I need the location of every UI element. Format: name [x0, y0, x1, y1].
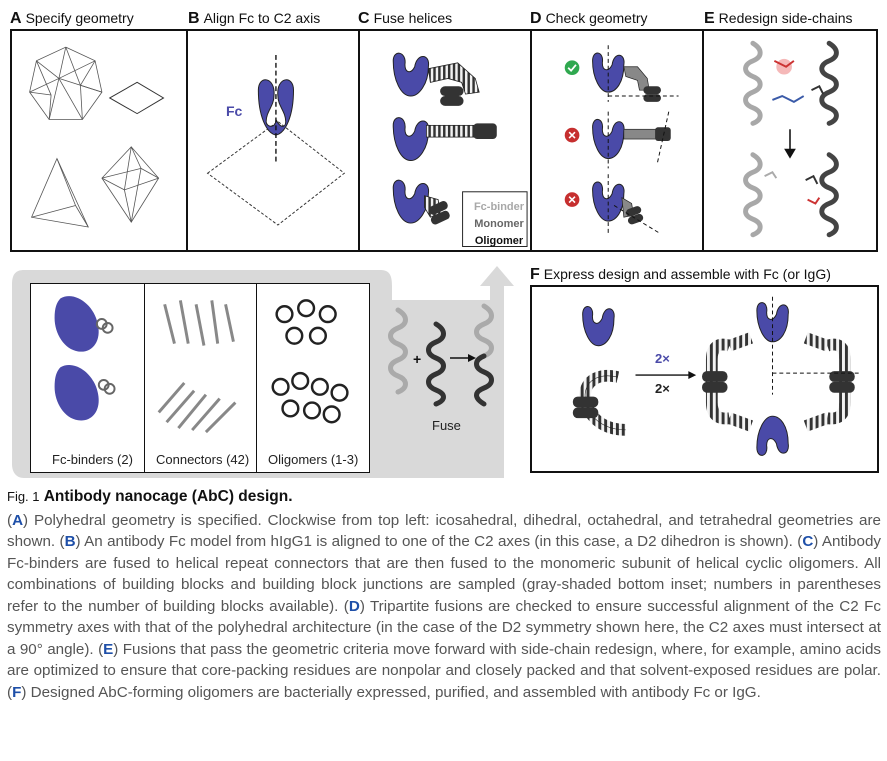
- fuse-legend: Fc-binder Monomer Oligomer: [468, 199, 530, 250]
- oligomers-count-label: Oligomers (1-3): [268, 452, 359, 467]
- caption-body: (A) Polyhedral geometry is specified. Cl…: [7, 511, 882, 701]
- down-arrow-icon: [784, 148, 796, 159]
- redesign-sidechains-figure: [743, 40, 839, 238]
- fc-binders-count-label: Fc-binders (2): [52, 452, 133, 467]
- panel-a: [10, 29, 188, 252]
- oligomers-figure: [271, 299, 349, 424]
- fc-shape: [257, 79, 295, 136]
- connectors-count-label: Connectors (42): [156, 452, 250, 467]
- legend-monomer: Monomer: [474, 218, 524, 230]
- fuse-label: Fuse: [432, 418, 461, 433]
- oligomer-ratio-label: 2×: [655, 381, 670, 396]
- panel-f: 2× 2×: [530, 285, 879, 473]
- panel-c: Fc-binder Monomer Oligomer: [358, 29, 532, 252]
- fc-label: Fc: [226, 103, 243, 119]
- fc-alignment-figure: [206, 55, 346, 226]
- fuse-helices-figure: [392, 52, 528, 247]
- panel-e: [702, 29, 878, 252]
- fuse-helices-diagram: [388, 303, 494, 407]
- polyhedra-figure: [29, 46, 165, 228]
- caption-title: Fig. 1 Antibody nanocage (AbC) design.: [7, 488, 293, 505]
- plus-sign: +: [413, 351, 422, 367]
- panel-b: Fc: [186, 29, 360, 252]
- assembly-figure: [572, 296, 859, 456]
- fc-binders-figure: [54, 296, 116, 421]
- legend-fc-binder: Fc-binder: [473, 201, 525, 213]
- connectors-box: [144, 283, 258, 473]
- legend-oligomer: Oligomer: [474, 235, 524, 247]
- figure-caption: Fig. 1 Antibody nanocage (AbC) design. (…: [7, 486, 881, 703]
- check-geometry-figure: [564, 45, 679, 235]
- fc-binders-box: [30, 283, 146, 473]
- panel-d: [530, 29, 704, 252]
- fc-ratio-label: 2×: [655, 351, 670, 366]
- oligomers-box: [256, 283, 370, 473]
- check-ok-icon: [564, 60, 580, 76]
- right-arrow-icon: [468, 354, 476, 362]
- assembly-arrow-icon: [688, 371, 697, 379]
- connectors-figure: [157, 300, 237, 434]
